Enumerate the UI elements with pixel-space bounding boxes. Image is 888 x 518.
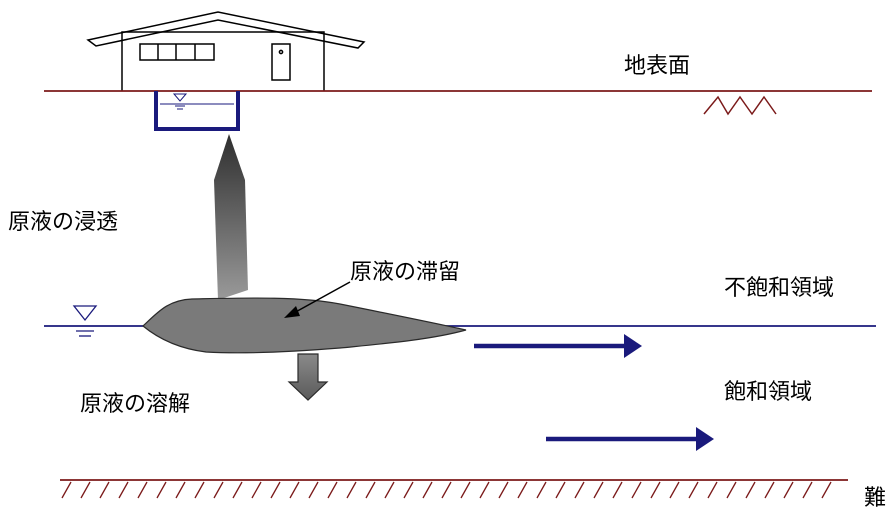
hatch-mark [745, 481, 756, 499]
ground-surface-label: 地表面 [624, 54, 691, 79]
tank-level-triangle-icon [172, 93, 188, 102]
house [86, 11, 366, 91]
hatch-mark [80, 481, 91, 499]
hatch-mark [593, 481, 604, 499]
hatch-mark [821, 481, 832, 499]
hatch-mark [726, 481, 737, 499]
flow-arrow-upper [474, 334, 642, 358]
dissolution-label: 原液の溶解 [80, 392, 191, 417]
hatch-mark [156, 481, 167, 499]
house-window [139, 43, 215, 61]
hatch-mark [384, 481, 395, 499]
impermeable-layer-label: 難 [864, 486, 887, 511]
unsaturated-zone-label: 不飽和領域 [724, 276, 835, 301]
hatch-mark [270, 481, 281, 499]
infiltration-label: 原液の浸透 [8, 210, 119, 235]
hatch-mark [232, 481, 243, 499]
hatch-mark [289, 481, 300, 499]
hatch-mark [802, 481, 813, 499]
hatch-mark [308, 481, 319, 499]
hatch-mark [441, 481, 452, 499]
hatch-mark [612, 481, 623, 499]
hatch-mark [669, 481, 680, 499]
hatch-mark [650, 481, 661, 499]
hatch-mark [327, 481, 338, 499]
house-roof [86, 11, 366, 49]
tank-wall [154, 91, 240, 131]
hatch-mark [422, 481, 433, 499]
hatch-mark [194, 481, 205, 499]
hatch-mark [175, 481, 186, 499]
hatch-mark [764, 481, 775, 499]
hatch-mark [783, 481, 794, 499]
hatch-mark [517, 481, 528, 499]
hatch-mark [574, 481, 585, 499]
hatch-mark [251, 481, 262, 499]
underground-tank [154, 91, 240, 131]
hatch-mark [118, 481, 129, 499]
hatch-mark [536, 481, 547, 499]
door-knob [278, 49, 284, 55]
saturated-zone-label: 飽和領域 [724, 380, 813, 405]
dissolution-down-arrow [287, 353, 329, 401]
hatch-mark [213, 481, 224, 499]
hatch-mark [688, 481, 699, 499]
hatch-mark [403, 481, 414, 499]
hatch-mark [479, 481, 490, 499]
hatch-mark [346, 481, 357, 499]
hatch-mark [365, 481, 376, 499]
house-door [271, 43, 291, 81]
infiltration-plume [214, 134, 248, 300]
hatch-mark [99, 481, 110, 499]
hatch-mark [498, 481, 509, 499]
hatch-mark [707, 481, 718, 499]
retention-pointer-arrow [284, 281, 351, 318]
flow-arrow-lower [546, 427, 714, 451]
hatch-mark [555, 481, 566, 499]
impermeable-hatch-icon [61, 481, 832, 499]
retention-label: 原液の滞留 [350, 260, 461, 285]
hatch-mark [460, 481, 471, 499]
hatch-mark [137, 481, 148, 499]
hatch-mark [631, 481, 642, 499]
water-table-triangle-icon [72, 305, 98, 337]
ground-hatch-icon [703, 95, 777, 116]
retained-liquid-pool [142, 297, 467, 354]
hatch-mark [61, 481, 72, 499]
house-wall [121, 31, 325, 91]
